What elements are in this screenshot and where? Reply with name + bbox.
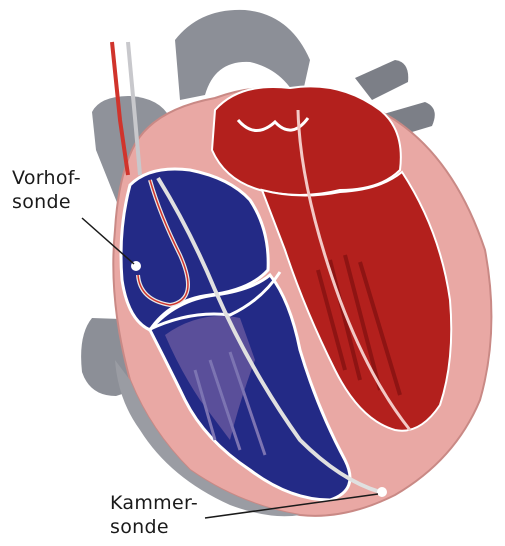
ventricular-probe-tip [377,487,387,497]
pulmonary-vein-upper [355,60,408,100]
atrial-probe-label: Vorhof- sonde [12,166,81,214]
ventricular-probe-label-line1: Kammer- [110,491,198,515]
ventricular-probe-label-line2: sonde [110,515,198,539]
atrial-probe-label-line1: Vorhof- [12,166,81,190]
atrial-probe-label-line2: sonde [12,190,81,214]
ventricular-probe-label: Kammer- sonde [110,491,198,539]
